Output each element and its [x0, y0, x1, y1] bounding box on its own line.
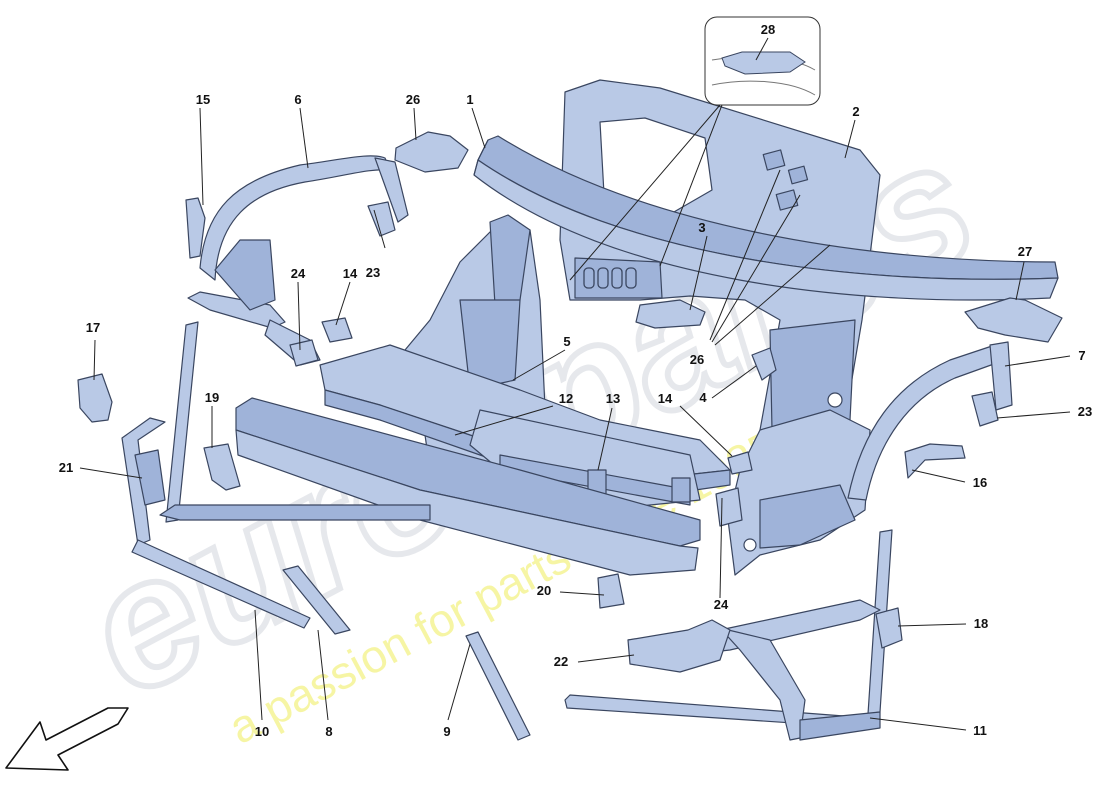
bracket-24-right	[715, 487, 743, 527]
part-front-chassis	[319, 214, 731, 511]
callout-8: 8	[325, 724, 332, 739]
callout-21: 21	[59, 460, 73, 475]
callout-26: 26	[406, 92, 420, 107]
callout-10: 10	[255, 724, 269, 739]
part-right-duct	[964, 297, 1063, 343]
callout-24-left: 24	[291, 266, 306, 281]
bracket-20	[597, 573, 625, 609]
part-left-lower-frame	[121, 321, 431, 635]
part-roof-beam	[473, 135, 1059, 301]
callout-14-right: 14	[658, 391, 673, 406]
callout-19: 19	[205, 390, 219, 405]
callout-18: 18	[974, 616, 988, 631]
bracket-16	[904, 443, 966, 479]
bracket-24-left	[289, 339, 319, 367]
callout-20: 20	[537, 583, 551, 598]
callout-9: 9	[443, 724, 450, 739]
callout-6: 6	[294, 92, 301, 107]
bracket-23-right	[971, 391, 999, 427]
callouts: 15 6 26 1 28 2 3 27 24 14 23 17 5 26 7 4…	[59, 22, 1092, 739]
callout-17: 17	[86, 320, 100, 335]
callout-28: 28	[761, 22, 775, 37]
callout-24-right: 24	[714, 597, 729, 612]
part-front-crossmember	[235, 397, 701, 576]
bracket-26	[394, 131, 469, 173]
part-right-upper-tube	[847, 341, 1013, 501]
callout-27: 27	[1018, 244, 1032, 259]
callout-25: 26	[690, 352, 704, 367]
callout-3: 3	[698, 220, 705, 235]
part-left-upper-tube	[187, 155, 409, 366]
part-lower-duct	[627, 619, 731, 673]
bracket-23-left	[367, 201, 396, 237]
bracket-3	[635, 299, 706, 329]
bracket-19	[203, 443, 241, 491]
callout-22: 22	[554, 654, 568, 669]
callout-14-left: 14	[343, 266, 358, 281]
callout-1: 1	[466, 92, 473, 107]
callout-16: 16	[973, 475, 987, 490]
callout-23-right: 23	[1078, 404, 1092, 419]
callout-11: 11	[973, 723, 987, 738]
bracket-14-right	[727, 451, 753, 475]
part-right-substructure	[727, 392, 871, 576]
bracket-17	[77, 373, 113, 423]
callout-4: 4	[699, 390, 707, 405]
callout-15: 15	[196, 92, 210, 107]
part-diagonal-brace	[465, 631, 531, 741]
front-direction-arrow-icon	[5, 707, 129, 771]
callout-5: 5	[563, 334, 570, 349]
callout-7: 7	[1078, 348, 1085, 363]
bracket-18	[875, 607, 903, 649]
bracket-4	[751, 347, 777, 381]
leader-lines	[79, 37, 1071, 731]
part-small-brackets	[77, 131, 999, 649]
bracket-15	[185, 197, 206, 259]
parts	[77, 79, 1063, 741]
callout-2: 2	[852, 104, 859, 119]
callout-12: 12	[559, 391, 573, 406]
callout-23-left: 23	[366, 265, 380, 280]
inset-detail-28	[704, 16, 821, 106]
callout-13: 13	[606, 391, 620, 406]
